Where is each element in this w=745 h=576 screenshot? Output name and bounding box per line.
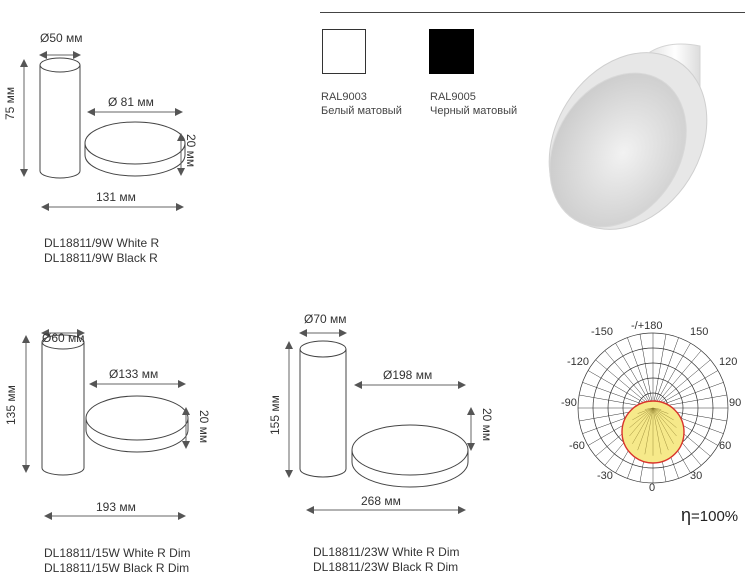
v1-length: 131 мм <box>96 190 136 204</box>
polar-inner-spoke <box>632 407 654 444</box>
polar-label-120: 120 <box>719 356 738 368</box>
polar-label-neg90: -90 <box>561 397 577 409</box>
swatch-black-code: RAL9005 <box>430 91 476 103</box>
v2-model-black: DL18811/15W Black R Dim <box>44 561 190 575</box>
v2-disc-diameter: Ø133 мм <box>109 367 159 381</box>
polar-inner-spoke <box>644 407 654 410</box>
v3-models: DL18811/23W White R Dim DL18811/23W Blac… <box>313 545 460 575</box>
efficiency-label: η=100% <box>681 505 738 526</box>
v3-model-white: DL18811/23W White R Dim <box>313 545 460 559</box>
polar-inner-spoke <box>629 407 654 437</box>
swatch-black <box>429 29 474 74</box>
polar-inner-spoke <box>652 407 674 444</box>
polar-spoke <box>587 370 654 409</box>
v3-model-black: DL18811/23W Black R Dim <box>313 560 459 574</box>
polar-spoke <box>652 350 702 409</box>
eta-symbol: η <box>681 505 692 525</box>
polar-inner-spoke <box>629 407 654 428</box>
polar-inner-spoke <box>652 407 677 437</box>
swatch-white-label: RAL9003 Белый матовый <box>321 90 402 118</box>
polar-inner-spoke <box>637 407 654 414</box>
v3-disc-diameter: Ø198 мм <box>383 368 433 382</box>
variant-2-drawing <box>22 329 190 520</box>
polar-label-neg60: -60 <box>569 440 585 452</box>
v1-height: 75 мм <box>3 86 17 120</box>
polar-inner-spoke <box>652 407 677 428</box>
polar-label-neg150: -150 <box>591 326 614 338</box>
polar-label-180: -/+180 <box>631 320 663 332</box>
variant-1-drawing <box>20 51 186 211</box>
polar-spoke <box>652 334 667 409</box>
polar-spoke <box>595 359 654 409</box>
swatch-black-name: Черный матовый <box>430 105 518 117</box>
polar-inner-spoke <box>652 407 669 414</box>
polar-inner-spoke <box>652 407 669 451</box>
polar-spoke <box>615 342 654 409</box>
variant-3-drawing <box>285 329 475 514</box>
polar-label-60: 60 <box>719 440 732 452</box>
v3-tube-diameter: Ø70 мм <box>304 312 347 326</box>
v1-disc-height: 20 мм <box>184 134 198 168</box>
polar-label-150: 150 <box>690 326 709 338</box>
v1-model-white: DL18811/9W White R <box>44 236 160 250</box>
swatch-white-code: RAL9003 <box>321 91 367 103</box>
polar-inner-spoke <box>644 407 654 455</box>
product-photo <box>548 43 708 230</box>
polar-label-90: 90 <box>729 397 742 409</box>
swatch-black-label: RAL9005 Черный матовый <box>430 90 517 118</box>
polar-inner-spoke <box>637 407 654 451</box>
swatch-white <box>322 29 366 74</box>
efficiency-value: =100% <box>691 508 739 525</box>
polar-spoke <box>652 337 679 409</box>
v1-tube-diameter: Ø50 мм <box>40 31 83 45</box>
polar-spoke <box>652 342 691 409</box>
polar-inner-spoke <box>652 407 662 455</box>
polar-spoke <box>652 359 711 409</box>
polar-label-0: 0 <box>649 482 656 494</box>
v2-models: DL18811/15W White R Dim DL18811/15W Blac… <box>44 546 191 576</box>
v1-disc-diameter: Ø 81 мм <box>108 95 154 109</box>
v3-disc-height: 20 мм <box>480 408 494 442</box>
v3-length: 268 мм <box>361 494 401 508</box>
v2-height: 135 мм <box>4 385 18 425</box>
v3-height: 155 мм <box>268 395 282 435</box>
polar-inner-spoke <box>652 407 662 410</box>
polar-label-30: 30 <box>690 470 703 482</box>
v1-model-black: DL18811/9W Black R <box>44 251 158 265</box>
polar-inner-spoke <box>652 407 674 421</box>
polar-label-neg120: -120 <box>567 356 590 368</box>
polar-spoke <box>627 337 654 409</box>
v2-tube-diameter: Ø60 мм <box>42 331 85 345</box>
polar-inner-spoke <box>632 407 654 421</box>
v2-disc-height: 20 мм <box>197 410 211 444</box>
polar-spoke <box>652 370 719 409</box>
polar-diagram <box>577 332 729 484</box>
swatch-white-name: Белый матовый <box>321 105 402 117</box>
v1-models: DL18811/9W White R DL18811/9W Black R <box>44 236 159 266</box>
polar-spoke <box>604 350 654 409</box>
polar-label-neg30: -30 <box>597 470 613 482</box>
top-divider <box>320 12 745 13</box>
v2-model-white: DL18811/15W White R Dim <box>44 546 191 560</box>
v2-length: 193 мм <box>96 500 136 514</box>
polar-spoke <box>639 334 654 409</box>
